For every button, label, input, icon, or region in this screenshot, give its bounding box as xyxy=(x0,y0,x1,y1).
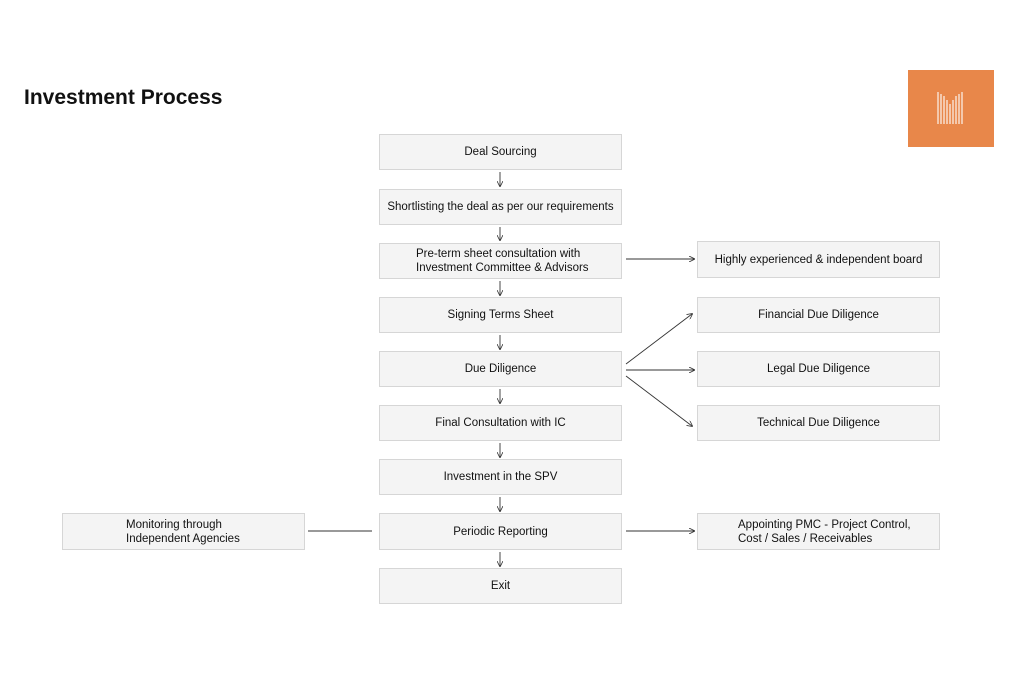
side-board: Highly experienced & independent board xyxy=(697,241,940,278)
step-label: Pre-term sheet consultation with Investm… xyxy=(416,248,589,274)
step-label: Final Consultation with IC xyxy=(435,417,566,429)
step-label: Periodic Reporting xyxy=(453,525,548,538)
step-final-consultation: Final Consultation with IC xyxy=(379,405,622,441)
side-appointing-pmc: Appointing PMC - Project Control, Cost /… xyxy=(697,513,940,550)
side-monitoring: Monitoring through Independent Agencies xyxy=(62,513,305,550)
side-label: Highly experienced & independent board xyxy=(714,253,923,266)
arrow-to-financial-dd xyxy=(625,314,692,365)
step-periodic-reporting: Periodic Reporting xyxy=(379,513,622,550)
step-label: Investment in the SPV xyxy=(443,471,558,483)
side-label: Technical Due Diligence xyxy=(757,417,880,429)
company-logo xyxy=(908,70,994,147)
step-shortlisting: Shortlisting the deal as per our require… xyxy=(379,189,622,225)
side-legal-due-diligence: Legal Due Diligence xyxy=(697,351,940,387)
step-deal-sourcing: Deal Sourcing xyxy=(379,134,622,170)
step-investment-spv: Investment in the SPV xyxy=(379,459,622,495)
side-technical-due-diligence: Technical Due Diligence xyxy=(697,405,940,441)
step-label: Due Diligence xyxy=(464,363,537,375)
step-pre-term-sheet: Pre-term sheet consultation with Investm… xyxy=(379,243,622,279)
step-due-diligence: Due Diligence xyxy=(379,351,622,387)
side-label: Financial Due Diligence xyxy=(758,309,879,321)
side-label: Appointing PMC - Project Control, Cost /… xyxy=(738,518,911,545)
page-title: Investment Process xyxy=(24,86,223,109)
step-signing-terms-sheet: Signing Terms Sheet xyxy=(379,297,622,333)
step-label: Exit xyxy=(490,580,511,592)
side-label: Legal Due Diligence xyxy=(767,363,870,375)
step-exit: Exit xyxy=(379,568,622,604)
side-financial-due-diligence: Financial Due Diligence xyxy=(697,297,940,333)
step-label: Shortlisting the deal as per our require… xyxy=(387,201,614,213)
step-label: Signing Terms Sheet xyxy=(447,309,554,321)
building-logo-icon xyxy=(937,92,963,124)
side-label: Monitoring through Independent Agencies xyxy=(126,518,240,545)
step-label: Deal Sourcing xyxy=(464,146,537,158)
arrow-to-technical-dd xyxy=(625,375,692,426)
